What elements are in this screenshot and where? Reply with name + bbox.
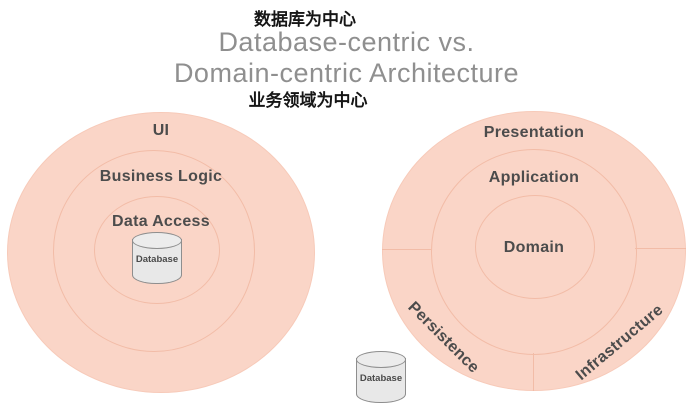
- sector-divider-left: [382, 249, 431, 250]
- database-cylinder-right: Database: [356, 351, 406, 404]
- title-line-2: Domain-centric Architecture: [173, 58, 520, 88]
- database-cylinder-left: Database: [132, 232, 182, 285]
- application-label: Application: [488, 169, 580, 186]
- database-label: Database: [135, 254, 179, 265]
- application-ring-circle: [431, 149, 637, 355]
- page-title: Database-centric vs. Domain-centric Arch…: [0, 27, 693, 89]
- presentation-label: Presentation: [483, 124, 585, 141]
- business-logic-label: Business Logic: [99, 168, 223, 185]
- database-cylinder-top-icon: [132, 232, 182, 249]
- ui-label: UI: [152, 122, 170, 139]
- caption-database-centric: 数据库为中心: [254, 10, 356, 29]
- database-cylinder-top-icon: [356, 351, 406, 368]
- data-access-ring-circle: [94, 196, 220, 304]
- sector-divider-right: [635, 248, 686, 249]
- business-logic-ring-circle: [53, 150, 255, 352]
- domain-label: Domain: [503, 239, 565, 256]
- domain-circle: [475, 195, 595, 299]
- title-line-1: Database-centric vs.: [218, 27, 475, 57]
- sector-divider-bottom: [533, 353, 534, 391]
- domain-centric-diagram: Presentation Application Domain Persiste…: [382, 111, 686, 391]
- database-label: Database: [359, 373, 403, 384]
- data-access-label: Data Access: [112, 213, 210, 230]
- caption-domain-centric: 业务领域为中心: [248, 91, 368, 110]
